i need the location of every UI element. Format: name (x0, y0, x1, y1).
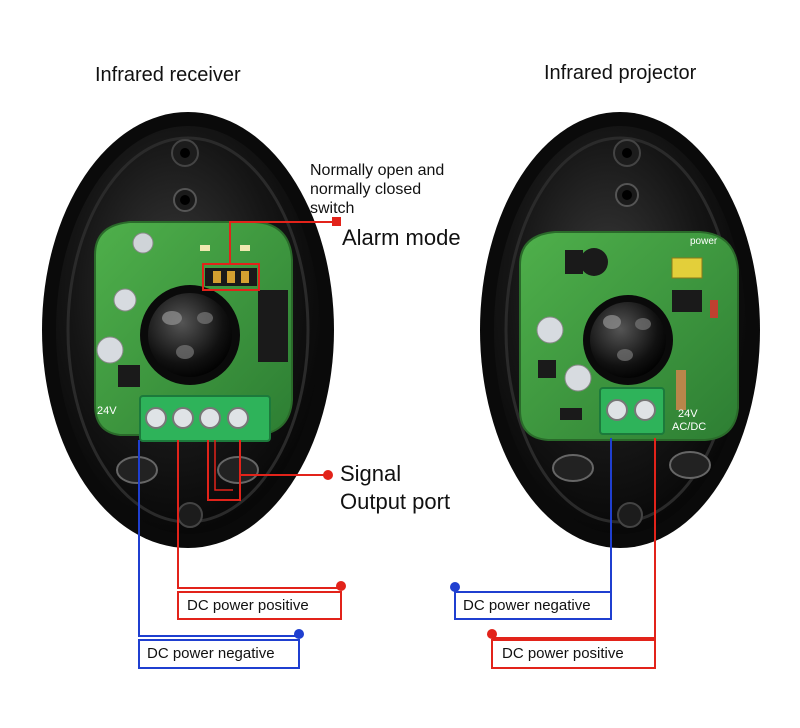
receiver-switch-callout (202, 217, 341, 291)
signal-label-line2: Output port (340, 489, 451, 514)
projector-board-voltage: 24V (678, 408, 698, 420)
projector-board-mode: AC/DC (672, 421, 707, 433)
switch-label-line1: Normally open and (310, 162, 445, 179)
switch-label-line3: switch (310, 200, 355, 217)
receiver-dc-negative-label: DC power negative (143, 643, 279, 665)
projector-title: Infrared projector (544, 62, 697, 84)
projector-dc-negative-wire (450, 438, 612, 620)
receiver-board-voltage: 24V (97, 405, 117, 417)
projector-board-power: power (690, 236, 718, 247)
receiver-terminal-block (139, 395, 271, 442)
receiver-lens (140, 285, 240, 385)
alarm-mode-label: Alarm mode (342, 225, 461, 250)
projector-lens (583, 295, 673, 385)
signal-label-line1: Signal (340, 461, 402, 486)
receiver-dc-positive-label: DC power positive (183, 595, 313, 617)
receiver-title: Infrared receiver (95, 64, 241, 86)
projector-dc-negative-label: DC power negative (459, 595, 595, 617)
receiver-signal-callout (207, 440, 333, 501)
receiver-dc-positive-wire (177, 440, 346, 620)
projector-dc-positive-label: DC power positive (498, 643, 628, 665)
switch-label-line2: normally closed (310, 181, 422, 198)
receiver-dc-negative-wire (138, 440, 304, 669)
projector-dc-positive-wire (487, 438, 656, 669)
projector-terminal-block (599, 387, 665, 435)
